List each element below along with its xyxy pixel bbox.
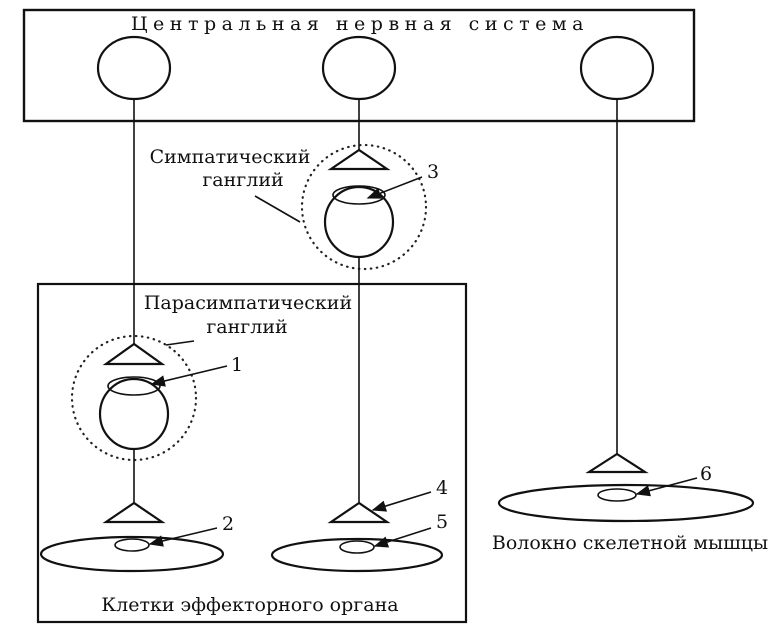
- marker-3: 3: [427, 161, 439, 183]
- effector-cell-parasympathetic: [39, 535, 225, 573]
- sympathetic-ganglion-label-line2: ганглий: [202, 169, 283, 191]
- effector-cell-sympathetic: [270, 537, 444, 573]
- marker-4-arrow: [371, 491, 432, 512]
- parasympathetic-ganglion-label-leader: [165, 340, 195, 346]
- parasympathetic-ganglion-label-line2: ганглий: [206, 316, 287, 338]
- cns-neuron-sympathetic: [321, 35, 397, 101]
- effector-organ-box: [36, 282, 468, 624]
- cns-neuron-somatic: [579, 35, 655, 101]
- sympathetic-ganglion-boundary: [300, 143, 428, 271]
- effector-cell-parasympathetic-nucleus: [114, 538, 150, 552]
- parasympathetic-ganglion-label-line1: Парасимпатический: [144, 292, 352, 314]
- marker-3-arrow: [366, 176, 423, 199]
- skeletal-muscle-fiber: [497, 483, 755, 523]
- marker-2-arrow: [148, 527, 218, 547]
- parasympathetic-preganglionic-terminal: [102, 342, 166, 366]
- parasympathetic-ganglion-boundary: [70, 334, 198, 462]
- sympathetic-ganglion-neuron-cap: [332, 185, 386, 205]
- marker-6-arrow: [635, 477, 698, 497]
- marker-1-arrow: [150, 365, 228, 387]
- marker-1: 1: [231, 354, 243, 376]
- cns-neuron-parasympathetic: [96, 35, 172, 101]
- sympathetic-ganglion-label-leader: [254, 195, 301, 223]
- somatic-motor-terminal: [585, 452, 649, 474]
- cns-title: Центральная нервная система: [131, 13, 589, 35]
- skeletal-fiber-label: Волокно скелетной мышцы: [492, 532, 768, 554]
- marker-4: 4: [436, 477, 448, 499]
- sympathetic-preganglionic-terminal: [327, 148, 391, 171]
- marker-5: 5: [436, 511, 448, 533]
- marker-5-arrow: [373, 527, 432, 548]
- marker-2: 2: [222, 513, 234, 535]
- marker-6: 6: [700, 463, 712, 485]
- effector-cells-label: Клетки эффекторного органа: [101, 594, 398, 616]
- sympathetic-ganglion-label-line1: Симпатический: [150, 146, 311, 168]
- skeletal-muscle-fiber-nucleus: [597, 488, 637, 502]
- sympathetic-ganglion-neuron: [323, 185, 395, 259]
- sympathetic-postganglionic-terminal: [327, 501, 391, 524]
- parasympathetic-postganglionic-terminal: [102, 501, 166, 524]
- effector-cell-sympathetic-nucleus: [339, 540, 375, 554]
